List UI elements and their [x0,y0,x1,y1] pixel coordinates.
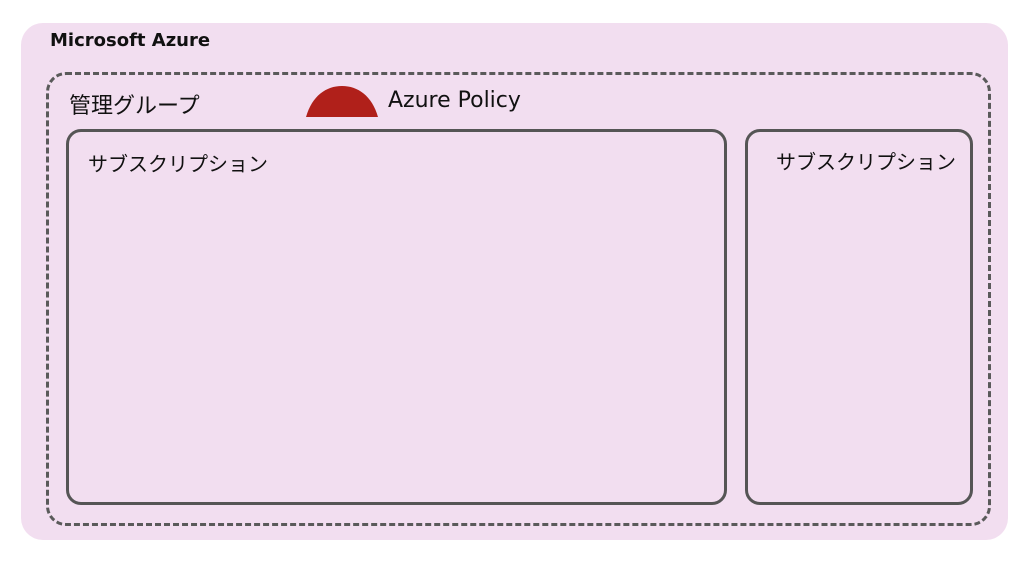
azure-title: Microsoft Azure [50,30,211,51]
policy-icon [306,86,378,117]
policy-icon-shape [306,86,378,117]
azure-container [21,23,1008,540]
subscription-label-2: サブスクリプション [776,150,956,174]
subscription-box-1 [66,129,727,505]
management-group-box [46,72,991,526]
subscription-label-1: サブスクリプション [88,152,268,176]
subscription-box-2 [745,129,973,505]
management-group-label: 管理グループ [69,94,200,119]
azure-policy-label: Azure Policy [388,88,521,113]
